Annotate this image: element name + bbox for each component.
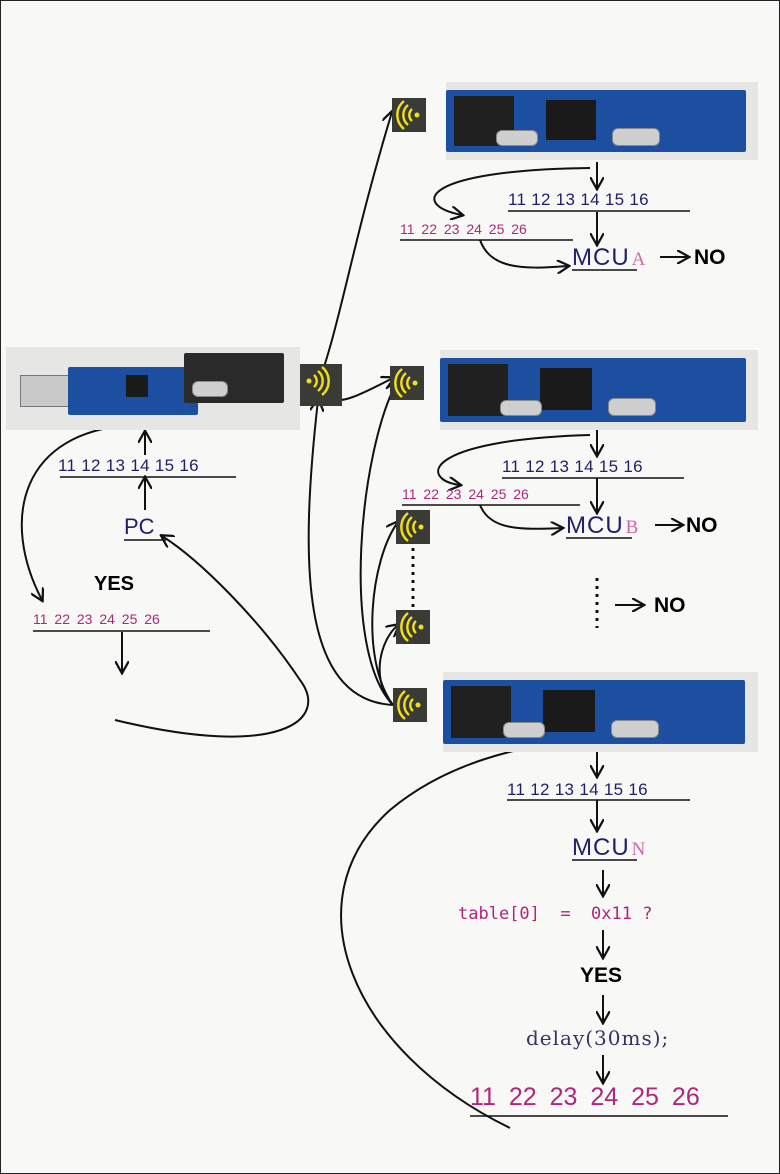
receiver-crystal — [496, 130, 538, 146]
wifi-icon — [392, 98, 426, 132]
pc-direction-bytes: 11 12 13 14 15 16 — [58, 456, 199, 475]
receiver-n-photo — [443, 672, 758, 752]
b-result-no: NO — [686, 514, 718, 537]
pc-data-bytes: 11 22 23 24 25 26 — [33, 611, 160, 627]
n-result-yes: YES — [580, 964, 623, 987]
receiver-antenna — [448, 364, 508, 416]
pc-result-yes: YES — [94, 573, 135, 595]
usb-transmitter-photo — [6, 347, 300, 430]
receiver-chip — [540, 368, 592, 410]
b-direction-bytes: 11 12 13 14 15 16 — [502, 457, 643, 476]
receiver-crystal — [503, 722, 545, 738]
receiver-crystal — [500, 400, 542, 416]
a-result-no: NO — [694, 246, 726, 269]
a-mcu-suffix: A — [631, 249, 647, 270]
receiver-a-photo — [446, 82, 758, 160]
receiver-b-photo — [440, 350, 758, 430]
wifi-icon — [390, 366, 424, 400]
n-delay: delay(30ms); — [526, 1026, 670, 1050]
b-data-bytes: 11 22 23 24 25 26 — [402, 486, 529, 502]
pc-label: PC — [124, 514, 155, 539]
n-data-bytes: 11 22 23 24 25 26 — [470, 1083, 700, 1111]
transmitter-crystal — [192, 381, 228, 397]
transmitter-chip — [126, 375, 148, 397]
n-mcu-suffix: N — [631, 839, 647, 860]
n-table-check: table[0] = 0x11 ? — [458, 904, 653, 924]
wifi-icon — [300, 364, 342, 406]
receiver-crystal — [611, 720, 659, 738]
receiver-antenna — [451, 686, 511, 738]
a-data-bytes: 11 22 23 24 25 26 — [400, 221, 527, 237]
receiver-crystal — [608, 398, 656, 416]
ellipsis-result-no: NO — [654, 594, 686, 617]
wifi-icon — [396, 510, 430, 544]
wifi-icon — [396, 610, 430, 644]
wifi-icon — [393, 688, 427, 722]
receiver-chip — [546, 100, 596, 140]
b-mcu-suffix: B — [625, 517, 640, 538]
a-direction-bytes: 11 12 13 14 15 16 — [508, 190, 649, 209]
usb-plug — [20, 375, 74, 407]
n-direction-bytes: 11 12 13 14 15 16 — [507, 780, 648, 799]
receiver-chip — [543, 690, 595, 732]
receiver-crystal — [612, 128, 660, 146]
